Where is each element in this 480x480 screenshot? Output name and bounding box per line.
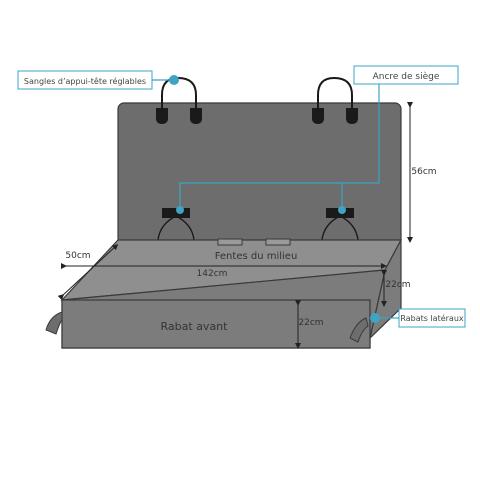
callout-dot-anchor-right [338,206,346,214]
callout-box-anchor [353,65,459,85]
dim-depth: 50cm [65,251,90,261]
callout-seat-anchor: Ancre de siège [373,71,440,82]
callout-dot-anchor-left [176,206,184,214]
dim-side-flap-height: 22cm [385,280,410,290]
middle-slot-left [217,238,243,246]
dim-width: 142cm [197,269,228,279]
side-strap-left [45,311,63,335]
callout-dot-side-flaps [370,313,380,323]
callout-box-headrest [17,70,153,90]
backrest-panel [117,102,402,246]
seat-anchor-left [157,208,195,241]
label-front-flap: Rabat avant [161,320,229,333]
middle-slot-right [265,238,291,246]
side-strap-right [349,317,369,343]
dim-height-back: 56cm [411,167,436,177]
dim-line-depth [57,243,119,301]
callout-side-flaps: Rabats latéraux [400,313,464,323]
dim-front-flap-height: 22cm [298,318,323,328]
callout-dot-headrest [169,75,179,85]
callout-headrest-straps: Sangles d’appui-tête réglables [24,76,146,86]
label-middle-slots: Fentes du milieu [215,251,298,262]
callout-box-side-flaps [398,308,466,328]
headrest-strap-right [312,76,358,124]
